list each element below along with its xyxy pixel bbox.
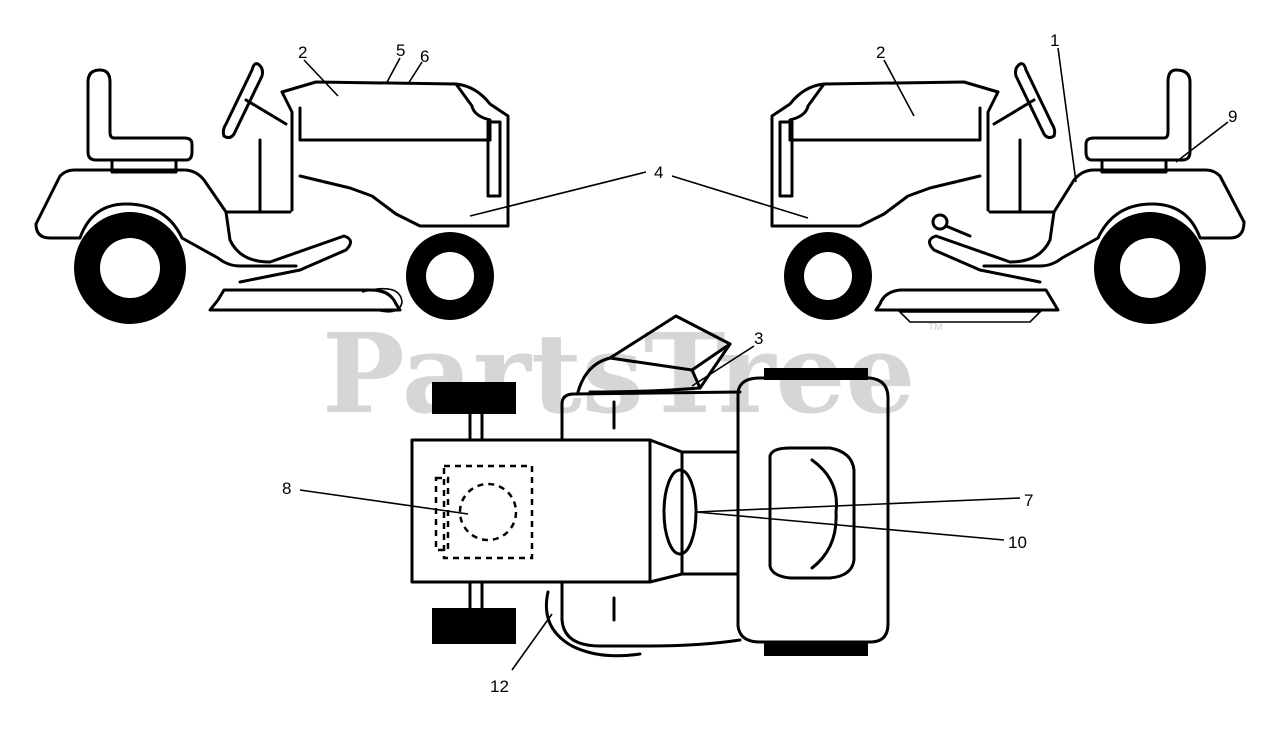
callout-6: 6 [420, 47, 429, 66]
callout-4: 4 [654, 163, 663, 182]
callout-1: 1 [1050, 31, 1059, 50]
callout-10: 10 [1008, 533, 1027, 552]
tractor-left-view [34, 62, 510, 324]
tractor-right-view [770, 62, 1246, 324]
callout-9: 9 [1228, 107, 1237, 126]
callout-5: 5 [396, 41, 405, 60]
callout-2-left: 2 [298, 43, 307, 62]
callout-2-right: 2 [876, 43, 885, 62]
callout-labels: 2 5 6 4 2 1 9 3 8 7 10 12 [282, 31, 1237, 696]
callout-7: 7 [1024, 491, 1033, 510]
callout-3: 3 [754, 329, 763, 348]
callout-12: 12 [490, 677, 509, 696]
watermark-tm: TM [928, 322, 942, 333]
callout-8: 8 [282, 479, 291, 498]
tractor-top-view [410, 314, 890, 658]
leader-lines [299, 47, 1229, 671]
